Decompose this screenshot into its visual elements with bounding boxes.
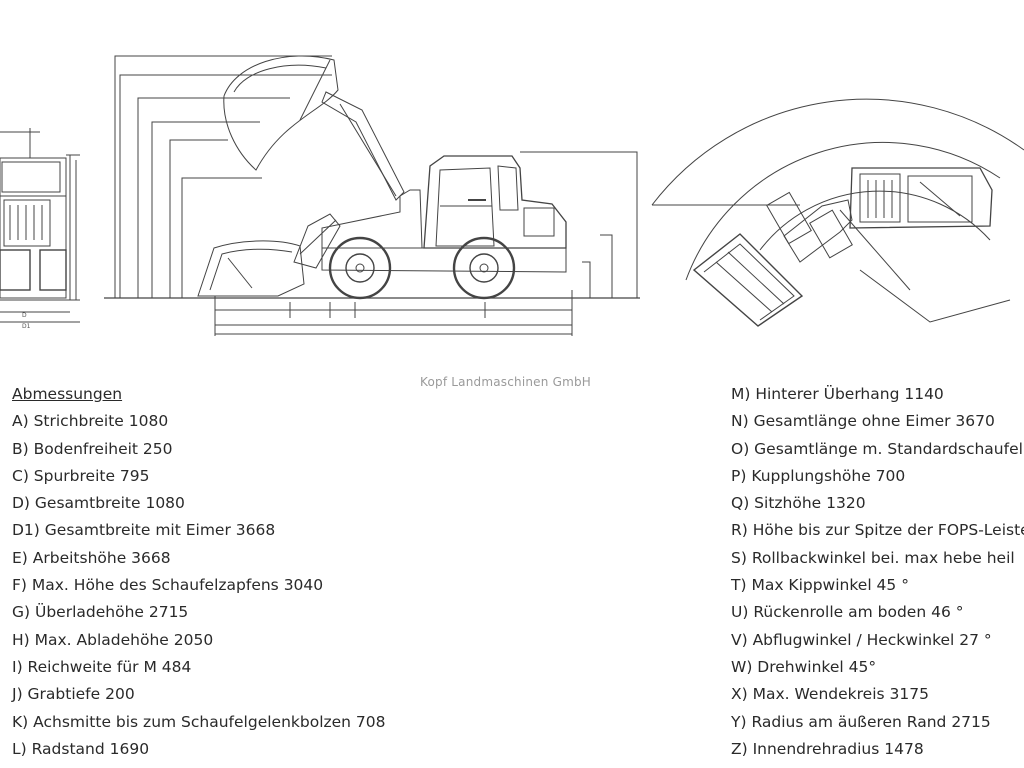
list-item: E) Arbeitshöhe 3668 xyxy=(12,548,171,567)
label-d: D xyxy=(22,312,27,319)
watermark: Kopf Landmaschinen GmbH xyxy=(420,375,592,389)
list-item: D) Gesamtbreite 1080 xyxy=(12,494,185,513)
list-item: I) Reichweite für M 484 xyxy=(12,657,192,676)
list-item: U) Rückenrolle am boden 46 ° xyxy=(731,603,964,622)
dimension-drawing: D D1 xyxy=(0,0,1024,340)
front-view xyxy=(0,128,80,323)
list-item: S) Rollbackwinkel bei. max hebe heil xyxy=(731,548,1015,567)
label-d1: D1 xyxy=(22,323,31,330)
side-view xyxy=(104,55,640,336)
list-item: J) Grabtiefe 200 xyxy=(12,685,135,704)
list-item: Y) Radius am äußeren Rand 2715 xyxy=(731,712,991,731)
list-item: K) Achsmitte bis zum Schaufelgelenkbolze… xyxy=(12,712,386,731)
list-item: F) Max. Höhe des Schaufelzapfens 3040 xyxy=(12,576,324,595)
list-item: V) Abflugwinkel / Heckwinkel 27 ° xyxy=(731,630,992,649)
technical-drawing-svg: D D1 xyxy=(0,55,1024,336)
list-item: Z) Innendrehradius 1478 xyxy=(731,739,924,758)
list-item: N) Gesamtlänge ohne Eimer 3670 xyxy=(731,412,995,431)
list-item: P) Kupplungshöhe 700 xyxy=(731,466,906,485)
list-item: H) Max. Abladehöhe 2050 xyxy=(12,630,214,649)
list-item: W) Drehwinkel 45° xyxy=(731,657,877,676)
list-item: Q) Sitzhöhe 1320 xyxy=(731,494,866,513)
top-view xyxy=(651,98,1024,327)
list-item: G) Überladehöhe 2715 xyxy=(12,603,189,622)
dimension-list-right: M) Hinterer Überhang 1140 N) Gesamtlänge… xyxy=(731,381,1024,763)
list-item: C) Spurbreite 795 xyxy=(12,466,150,485)
list-item: L) Radstand 1690 xyxy=(12,739,150,758)
list-item: O) Gesamtlänge m. Standardschaufel xyxy=(731,439,1023,458)
list-item: A) Strichbreite 1080 xyxy=(12,412,169,431)
list-item: R) Höhe bis zur Spitze der FOPS-Leiste xyxy=(731,521,1024,540)
list-item: M) Hinterer Überhang 1140 xyxy=(731,385,944,403)
list-item: T) Max Kippwinkel 45 ° xyxy=(731,576,909,595)
list-item: D1) Gesamtbreite mit Eimer 3668 xyxy=(12,521,276,540)
dimension-list-left: Abmessungen A) Strichbreite 1080 B) Bode… xyxy=(12,381,386,763)
list-item: X) Max. Wendekreis 3175 xyxy=(731,685,929,704)
section-heading: Abmessungen xyxy=(12,385,123,403)
list-item: B) Bodenfreiheit 250 xyxy=(12,439,173,458)
